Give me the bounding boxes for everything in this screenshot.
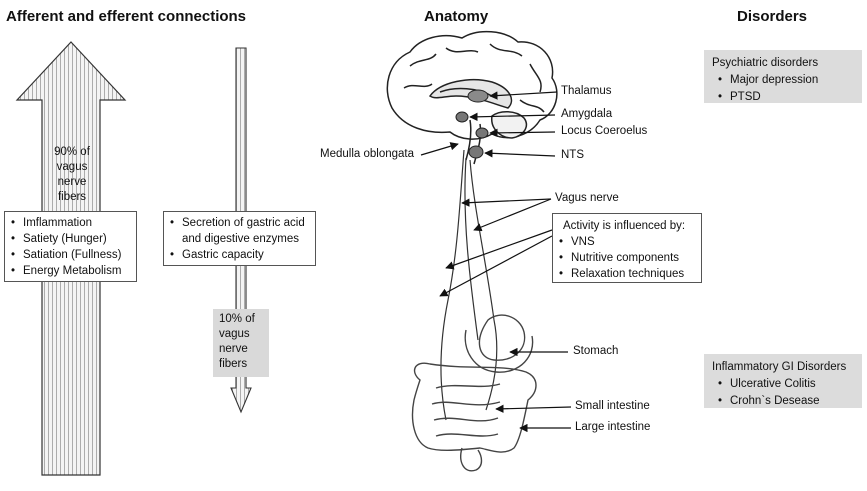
afferent-item: Satiety (Hunger)	[11, 231, 130, 247]
afferent-percent: 90% of vagus nerve fibers	[48, 145, 96, 205]
efferent-percent-line: nerve	[219, 343, 248, 355]
stomach-label: Stomach	[573, 345, 619, 357]
afferent-percent-line: nerve	[57, 176, 87, 188]
small-intestine-label: Small intestine	[575, 400, 650, 412]
disorders-title: Disorders	[737, 8, 808, 25]
afferent-item: Imflammation	[11, 215, 130, 231]
psychiatric-item: PTSD	[712, 89, 854, 106]
gi-disorders-box: Inflammatory GI Disorders Ulcerative Col…	[704, 354, 862, 408]
gi-item: Ulcerative Colitis	[712, 376, 854, 393]
thalamus-shape	[467, 89, 489, 103]
afferent-percent-line: fibers	[57, 191, 87, 203]
efferent-percent-line: vagus	[219, 328, 250, 340]
efferent-item-cont-text: and digestive enzymes	[182, 233, 299, 245]
gi-item: Crohn`s Desease	[712, 393, 854, 410]
locus-coeroelus-label: Locus Coeroelus	[561, 125, 648, 137]
vagus-nerve-lines	[440, 149, 498, 421]
activity-item: Relaxation techniques	[559, 266, 695, 282]
activity-item: Nutritive components	[559, 250, 695, 266]
afferent-items-box: Imflammation Satiety (Hunger) Satiation …	[4, 211, 137, 282]
locus-shape	[475, 127, 489, 139]
activity-item: VNS	[559, 234, 695, 250]
medulla-oblongata-label: Medulla oblongata	[320, 148, 414, 160]
efferent-item-cont: and digestive enzymes	[170, 231, 309, 247]
efferent-item: Secretion of gastric acid	[170, 215, 309, 231]
afferent-percent-line: vagus	[56, 161, 88, 173]
thalamus-label: Thalamus	[561, 85, 612, 97]
anatomy-title: Anatomy	[424, 8, 489, 25]
amygdala-label: Amygdala	[561, 108, 613, 120]
gut-drawing	[411, 314, 537, 472]
large-intestine-label: Large intestine	[575, 421, 651, 433]
activity-title: Activity is influenced by:	[563, 220, 686, 232]
psychiatric-item: Major depression	[712, 72, 854, 89]
afferent-item: Energy Metabolism	[11, 263, 130, 279]
amygdala-shape	[455, 111, 469, 123]
efferent-item: Gastric capacity	[170, 247, 309, 263]
connections-title: Afferent and efferent connections	[6, 8, 247, 25]
afferent-item: Satiation (Fullness)	[11, 247, 130, 263]
efferent-percent-line: fibers	[219, 358, 248, 370]
afferent-percent-line: 90% of	[54, 146, 90, 158]
vagus-nerve-label: Vagus nerve	[555, 192, 619, 204]
nts-label: NTS	[561, 149, 584, 161]
efferent-items-box: Secretion of gastric acid and digestive …	[163, 211, 316, 266]
gi-disorders-title: Inflammatory GI Disorders	[712, 361, 847, 373]
psychiatric-disorders-title: Psychiatric disorders	[712, 57, 819, 69]
efferent-percent: 10% of vagus nerve fibers	[213, 309, 269, 377]
psychiatric-disorders-box: Psychiatric disorders Major depression P…	[704, 50, 862, 103]
efferent-percent-line: 10% of	[219, 313, 255, 325]
nts-shape	[468, 145, 484, 159]
activity-box: Activity is influenced by: VNS Nutritive…	[552, 213, 702, 283]
